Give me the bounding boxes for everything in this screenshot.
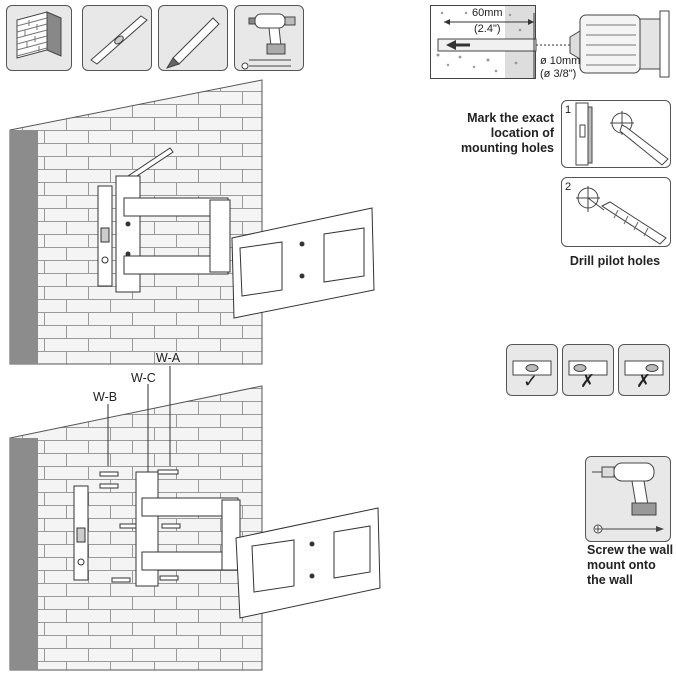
spirit-level-icon [90, 15, 148, 65]
level-check-bad-2: ✗ [618, 344, 670, 396]
drill-diameter-in: (ø 3/8") [540, 68, 577, 80]
drill-depth-mm: 60mm [472, 7, 503, 19]
tool-box-drill [234, 5, 304, 71]
mark-holes-illustration [575, 102, 669, 166]
final-step-line-1: Screw the wall [587, 543, 674, 557]
drill-icon [241, 13, 296, 70]
final-step-line-2: mount onto [587, 558, 656, 572]
step-2-number: 2 [565, 181, 572, 193]
step-1-caption: Mark the exact location of mounting hole… [440, 111, 554, 156]
step-1-line-1: Mark the exact [467, 111, 554, 125]
final-step-line-3: the wall [587, 573, 633, 587]
level-bad-mark-1: ✗ [580, 371, 596, 391]
wall-with-mount-upper [9, 79, 375, 365]
step-1-line-3: mounting holes [460, 141, 554, 155]
spirit-level-icon [568, 360, 608, 376]
screw-label-w-b: W-B [93, 390, 118, 404]
wall-with-mount-lower [9, 366, 381, 671]
drill-depth-illustration [430, 5, 670, 79]
final-step-caption: Screw the wall mount onto the wall [587, 543, 673, 588]
step-2-panel: 2 [561, 177, 671, 247]
step-1-number: 1 [565, 104, 572, 116]
tool-box-level [82, 5, 152, 71]
step-1-panel: 1 [561, 100, 671, 168]
drill-diameter-mm: ø 10mm [540, 55, 581, 67]
step-1-line-2: location of [490, 126, 554, 140]
drill-panel [585, 456, 671, 542]
level-bad-mark-2: ✗ [636, 371, 652, 391]
screw-label-w-c: W-C [131, 371, 156, 385]
drill-depth-diagram: 60mm (2.4") ø 10mm (ø 3/8") [430, 5, 670, 80]
level-ok-mark: ✓ [523, 371, 539, 391]
level-check-bad-1: ✗ [562, 344, 614, 396]
drill-icon [592, 462, 664, 534]
drill-depth-in: (2.4") [474, 23, 501, 35]
level-check-ok: ✓ [506, 344, 558, 396]
spirit-level-icon [512, 360, 552, 376]
brick-wall-icon [16, 11, 62, 59]
screw-label-w-a: W-A [156, 351, 181, 365]
spirit-level-icon [624, 360, 664, 376]
tool-box-wall [6, 5, 72, 71]
drill-holes-illustration [576, 186, 667, 245]
tool-box-pencil [158, 5, 228, 71]
pencil-icon [165, 17, 220, 69]
step-2-caption: Drill pilot holes [569, 254, 661, 268]
